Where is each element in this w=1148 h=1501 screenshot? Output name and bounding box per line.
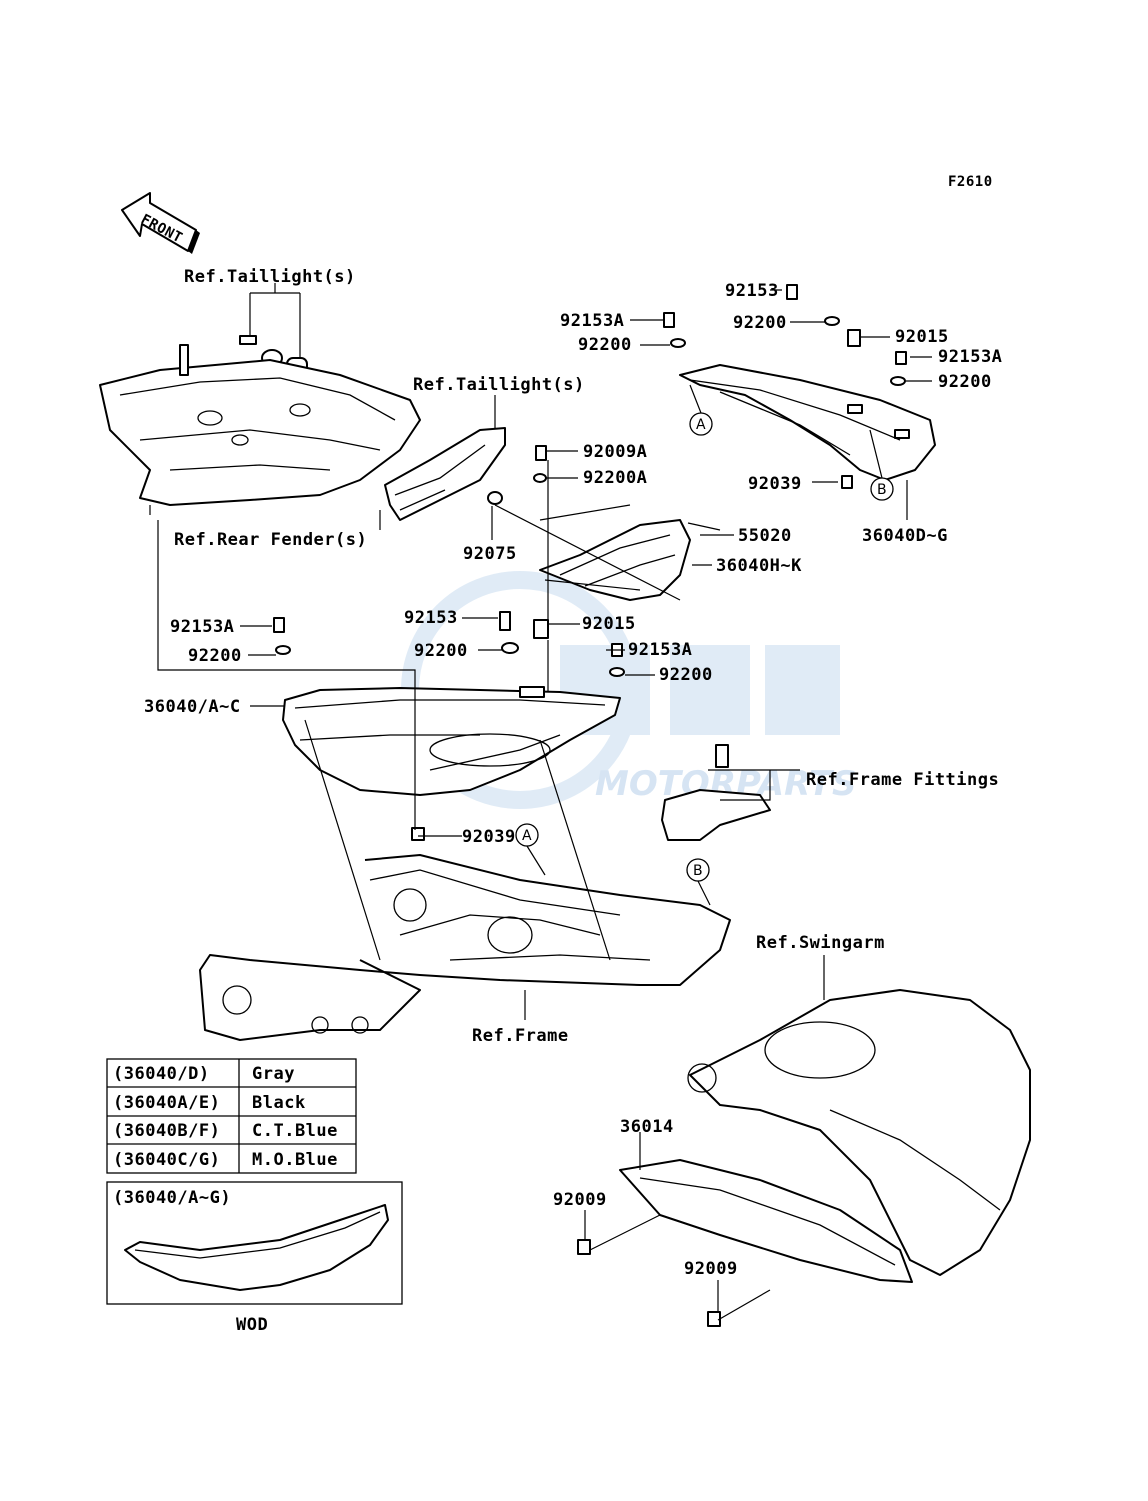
part-number: 92153A	[170, 617, 234, 637]
part-number: 92039	[462, 827, 516, 847]
table-cell-color: M.O.Blue	[252, 1150, 338, 1170]
ref-rear-fender-label: Ref.Rear Fender(s)	[174, 530, 367, 550]
part-number: 92200	[578, 335, 632, 355]
part-number: 92200	[733, 313, 787, 333]
part-number: 92153A	[560, 311, 624, 331]
callout-a-upper: A	[689, 384, 713, 436]
svg-text:B: B	[877, 482, 887, 498]
ref-taillight-label-2: Ref.Taillight(s)	[413, 375, 585, 395]
svg-text:A: A	[522, 828, 532, 844]
part-number: 92009	[553, 1190, 607, 1210]
center-cover-part	[494, 504, 721, 601]
part-number: 92153A	[938, 347, 1002, 367]
rear-fender-part	[99, 344, 421, 530]
callout-a-lower: A	[515, 823, 546, 876]
ref-swingarm-label: Ref.Swingarm	[756, 933, 885, 953]
part-number: 36040D~G	[862, 526, 948, 546]
part-number: 92200	[938, 372, 992, 392]
figure-code: F2610	[948, 174, 993, 190]
table-cell-code: (36040A/E)	[113, 1093, 220, 1113]
part-number: 92015	[895, 327, 949, 347]
part-number-labels: 92153 92153A 92200 92015 92200 92153A 92…	[144, 281, 1002, 1279]
callout-b-lower: B	[686, 858, 711, 906]
part-number: 92009A	[583, 442, 647, 462]
color-table: (36040/D) Gray (36040A/E) Black (36040B/…	[106, 1058, 357, 1174]
svg-text:B: B	[693, 863, 703, 879]
part-number: 92200	[414, 641, 468, 661]
table-cell-color: C.T.Blue	[252, 1121, 338, 1141]
part-number: 92075	[463, 544, 517, 564]
frame-fittings-part	[661, 744, 800, 841]
part-number: 55020	[738, 526, 792, 546]
svg-text:A: A	[696, 417, 706, 433]
ref-taillight-label-1: Ref.Taillight(s)	[184, 267, 356, 287]
table-cell-code: (36040/D)	[113, 1064, 210, 1084]
rear-frame-part	[199, 854, 731, 1041]
part-number: 36014	[620, 1117, 674, 1137]
table-cell-color: Black	[252, 1093, 306, 1113]
callout-b-upper: B	[869, 429, 894, 501]
table-cell-code: (36040C/G)	[113, 1150, 220, 1170]
part-number: 36040H~K	[716, 556, 802, 576]
part-number: 92153	[725, 281, 779, 301]
part-number: 92153	[404, 608, 458, 628]
swingarm-part	[687, 955, 1031, 1276]
seat-cowl-part	[282, 686, 621, 796]
part-number: 92200A	[583, 468, 647, 488]
part-number: 92200	[188, 646, 242, 666]
taillight-part	[384, 395, 506, 521]
part-number: 92039	[748, 474, 802, 494]
front-arrow-icon: FRONT	[121, 192, 200, 254]
leader-lines	[157, 289, 932, 1321]
ref-frame-fittings-label: Ref.Frame Fittings	[806, 770, 999, 790]
part-number: 36040/A~C	[144, 697, 241, 717]
side-cover-right-part	[679, 364, 936, 481]
inset-box: (36040/A~G) WOD	[106, 1181, 403, 1335]
part-number: 92153A	[628, 640, 692, 660]
chain-cover-part	[619, 1132, 913, 1283]
table-cell-code: (36040B/F)	[113, 1121, 220, 1141]
part-number: 92009	[684, 1259, 738, 1279]
ref-frame-label: Ref.Frame	[472, 1026, 569, 1046]
part-number: 92015	[582, 614, 636, 634]
part-number: 92200	[659, 665, 713, 685]
table-cell-color: Gray	[252, 1064, 295, 1084]
inset-title: (36040/A~G)	[113, 1188, 231, 1208]
inset-caption: WOD	[236, 1315, 268, 1335]
